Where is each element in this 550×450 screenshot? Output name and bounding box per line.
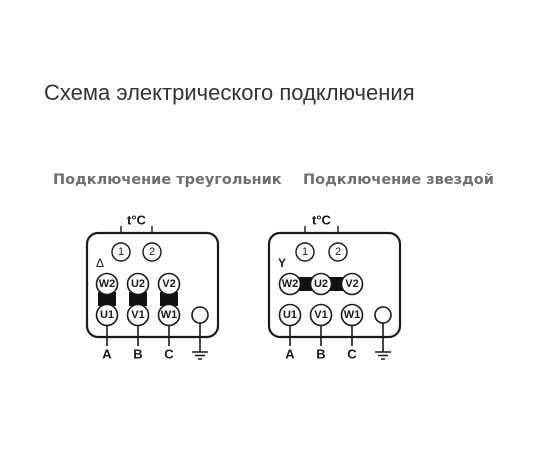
delta-terminal-w2 (95, 272, 119, 296)
star-terminal-label: U2 (314, 278, 328, 290)
delta-thermal-terminal-label: 2 (149, 246, 155, 258)
star-connection-symbol: Y (278, 256, 286, 270)
delta-ground-icon (192, 351, 208, 360)
star-thermal-label: t°C (312, 213, 332, 228)
star-phase-label: C (347, 347, 357, 362)
star-terminal-label: U1 (283, 309, 297, 321)
star-thermal-terminal-label: 1 (302, 246, 308, 258)
star-thermal-terminal-label: 2 (335, 246, 341, 258)
delta-caption: Подключение треугольник (53, 172, 282, 188)
delta-thermal-terminal (111, 242, 131, 262)
star-thermal-leads (304, 226, 339, 233)
delta-terminal-v2 (157, 272, 181, 296)
star-thermal-terminal (295, 242, 315, 262)
star-phase-label: B (316, 347, 325, 362)
delta-terminal-label: U1 (100, 309, 114, 321)
delta-terminal-label: W2 (99, 278, 116, 290)
star-terminal-box (267, 231, 402, 339)
delta-thermal-terminal (142, 242, 162, 262)
star-bridge (296, 277, 315, 291)
delta-phase-label: B (133, 347, 142, 362)
delta-thermal-leads (120, 226, 153, 233)
delta-phase-label: C (164, 347, 174, 362)
star-thermal-terminal (328, 242, 348, 262)
star-terminal-label: W2 (282, 278, 299, 290)
delta-terminal-u2 (126, 272, 150, 296)
delta-bridge-bar (98, 292, 116, 306)
delta-phase-label: A (102, 347, 112, 362)
delta-thermal-terminal-label: 1 (118, 246, 124, 258)
star-bridge (327, 277, 346, 291)
delta-bridge-bar (160, 292, 178, 306)
star-terminal-label: V2 (345, 278, 358, 290)
star-terminal-label: W1 (344, 309, 361, 321)
star-ground-terminal (374, 306, 392, 324)
page-title: Схема электрического подключения (44, 80, 415, 105)
star-terminal-label: V1 (314, 309, 327, 321)
star-caption: Подключение звездой (303, 172, 494, 188)
star-terminal-u2 (309, 272, 333, 296)
delta-terminal-label: W1 (161, 309, 178, 321)
star-ground-icon (375, 351, 391, 360)
delta-connection-symbol: Δ (96, 256, 104, 270)
delta-bridge-bar (129, 292, 147, 306)
delta-terminal-label: U2 (131, 278, 145, 290)
delta-terminal-label: V2 (162, 278, 175, 290)
star-phase-label: A (285, 347, 295, 362)
star-terminal-v2 (340, 272, 364, 296)
delta-thermal-label: t°C (127, 213, 147, 228)
star-terminal-w2 (278, 272, 302, 296)
delta-ground-terminal (191, 306, 209, 324)
delta-terminal-label: V1 (131, 309, 144, 321)
